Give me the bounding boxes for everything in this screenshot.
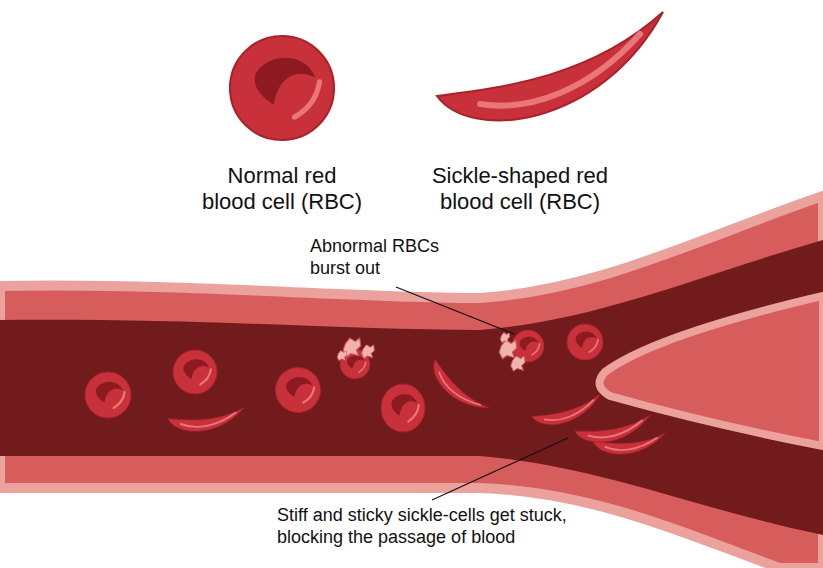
blood-cells	[85, 324, 665, 465]
leader-line	[432, 438, 568, 500]
callout-label: Normal red blood cell (RBC)	[199, 163, 365, 216]
callout-label: Abnormal RBCs burst out	[310, 236, 450, 279]
vessel-wall	[0, 196, 823, 568]
normal-rbc	[230, 36, 334, 140]
leader-line	[396, 287, 514, 334]
sickle-rbc	[437, 12, 663, 120]
vessel-lumen	[0, 240, 823, 535]
callout-label: Stiff and sticky sickle-cells get stuck,…	[277, 505, 597, 548]
callout-label: Sickle-shaped red blood cell (RBC)	[425, 163, 615, 216]
burst-cells	[337, 330, 544, 379]
